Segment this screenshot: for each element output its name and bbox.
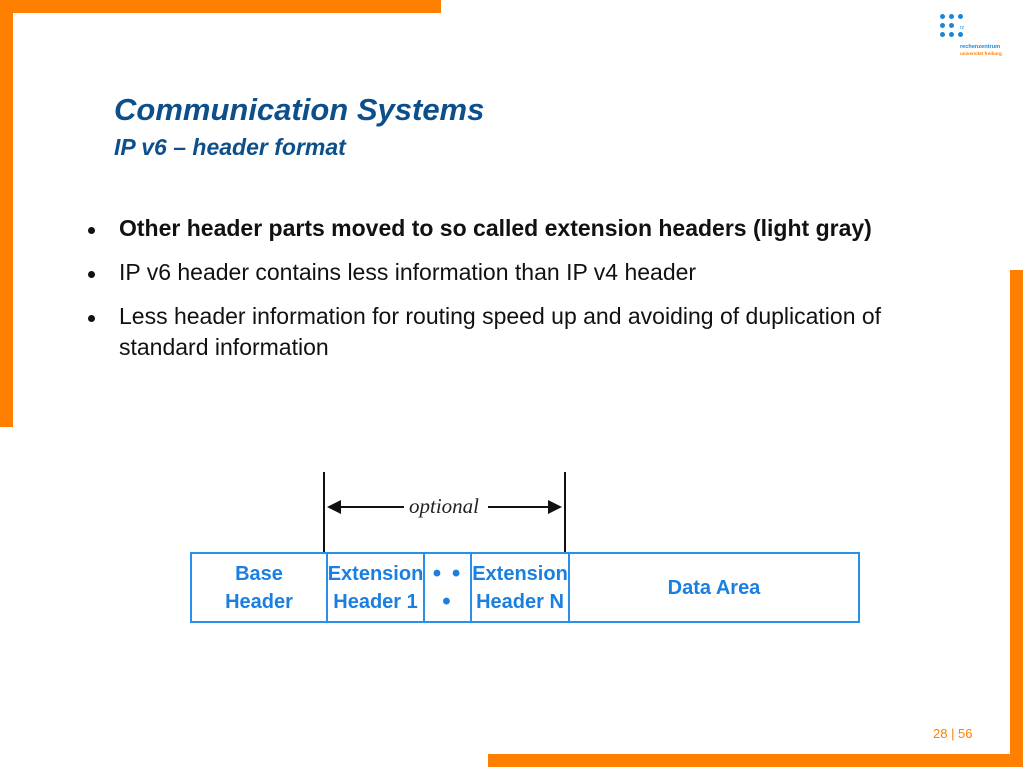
ipv6-header-diagram: optional Base Header Extension Header 1 … [186,466,866,632]
optional-end-marker [564,472,566,552]
arrow-left-icon [327,500,341,514]
right-accent-bar [1010,270,1023,767]
base-header-cell: Base Header [192,554,328,621]
base-header-line1: Base [235,562,283,585]
bullet-item: IP v6 header contains less information t… [88,257,918,288]
bullet-list: Other header parts moved to so called ex… [88,213,918,376]
packet-layout: Base Header Extension Header 1 • • • Ext… [190,552,860,623]
bottom-accent-bar [488,754,1023,767]
slide-title: Communication Systems [114,92,485,127]
logo-dots-icon [938,14,968,44]
left-accent-bar [0,0,13,427]
arrow-left-line [338,506,404,508]
logo-subtitle: universität freiburg [960,51,1002,56]
ellipsis-cell: • • • [425,554,472,621]
arrow-right-icon [548,500,562,514]
arrow-right-line [488,506,548,508]
logo-mark: rz [960,25,965,31]
extension-header-1-line1: Extension [327,562,424,585]
data-area-cell: Data Area [667,576,761,599]
university-logo: rz rechenzentrum universität freiburg [938,14,1008,60]
optional-label: optional [409,494,480,518]
page-number: 28 | 56 [933,726,973,741]
bullet-item: Less header information for routing spee… [88,301,918,363]
top-accent-bar [0,0,441,13]
logo-name: rechenzentrum [960,44,1001,50]
extension-header-1-cell: Extension Header 1 [328,554,425,621]
extension-header-n-cell: Extension Header N [472,554,570,621]
extension-header-n-line2: Header N [476,590,564,613]
optional-start-marker [323,472,325,552]
extension-header-n-line1: Extension [472,562,568,585]
bullet-item: Other header parts moved to so called ex… [88,213,918,244]
base-header-line2: Header [225,590,293,613]
slide-subtitle: IP v6 – header format [114,134,346,160]
extension-header-1-line2: Header 1 [333,590,418,613]
